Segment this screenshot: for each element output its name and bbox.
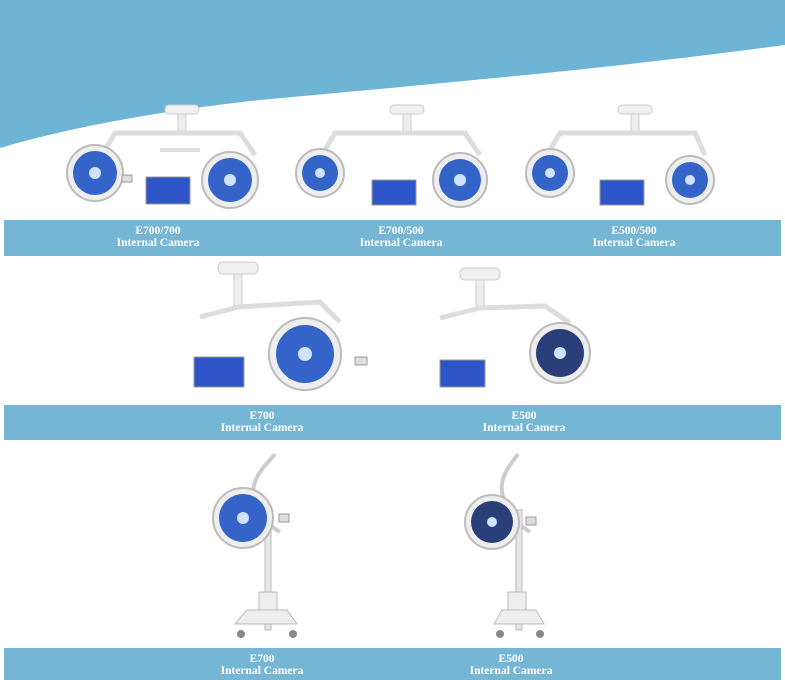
product-image-e500-500 [525,104,715,206]
double-ceiling-light-with-monitor-icon [295,104,488,208]
caption-e500-500: E500/500 Internal Camera [534,225,734,249]
caption-feature: Internal Camera [220,665,304,677]
caption-model: E700 [249,653,275,665]
caption-feature: Internal Camera [359,237,443,249]
caption-band-row-3: E700 Internal Camera E500 Internal Camer… [4,648,781,680]
header-wave [0,0,785,148]
caption-e700-mobile: E700 Internal Camera [162,653,362,677]
caption-e700-700: E700/700 Internal Camera [58,225,258,249]
single-ceiling-light-with-monitor-icon [439,267,591,388]
caption-e500-mobile: E500 Internal Camera [411,653,611,677]
caption-band-row-1: E700/700 Internal Camera E700/500 Intern… [4,220,781,256]
caption-model: E700/500 [378,225,424,237]
mobile-stand-light-icon [212,452,298,638]
caption-feature: Internal Camera [469,665,553,677]
caption-model: E700/700 [135,225,181,237]
product-image-e700 [193,261,368,391]
single-ceiling-light-with-monitor-icon [193,261,368,391]
caption-model: E700 [249,410,275,422]
caption-feature: Internal Camera [116,237,200,249]
caption-e500: E500 Internal Camera [424,410,624,434]
product-image-e700-500 [295,104,488,208]
caption-feature: Internal Camera [482,422,566,434]
product-image-e500-mobile [464,452,545,638]
double-ceiling-light-with-monitor-icon [66,104,259,209]
product-image-e500 [439,267,591,388]
caption-model: E500/500 [611,225,657,237]
caption-feature: Internal Camera [592,237,676,249]
caption-model: E500 [511,410,537,422]
product-image-e700-mobile [212,452,298,638]
caption-band-row-2: E700 Internal Camera E500 Internal Camer… [4,405,781,440]
product-image-e700-700 [66,104,259,209]
caption-feature: Internal Camera [220,422,304,434]
caption-e700-500: E700/500 Internal Camera [301,225,501,249]
double-ceiling-light-with-monitor-icon [525,104,715,206]
caption-model: E500 [498,653,524,665]
caption-e700: E700 Internal Camera [162,410,362,434]
mobile-stand-light-icon [464,452,545,638]
